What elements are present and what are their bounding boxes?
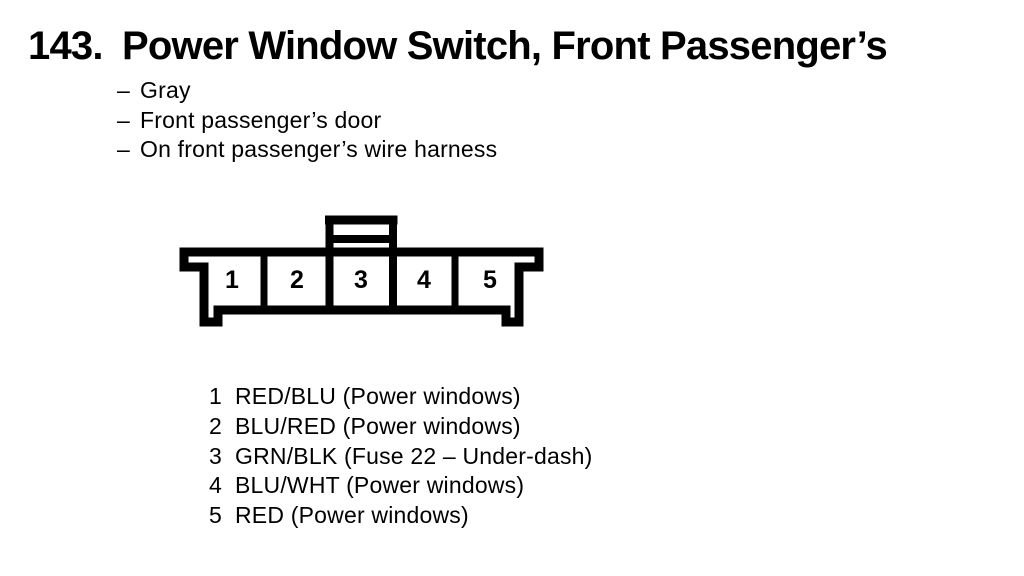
pinout-row: 4 BLU/WHT (Power windows) [205,471,593,501]
pin-description: RED (Power windows) [235,502,469,529]
pin-number-label: 2 [290,266,304,294]
pin-description: GRN/BLK (Fuse 22 – Under-dash) [235,442,593,469]
pinout-row: 2 BLU/RED (Power windows) [205,412,593,442]
pinout-row: 1 RED/BLU (Power windows) [205,382,593,412]
pin-description: RED/BLU (Power windows) [235,383,521,409]
attribute-item: – On front passenger’s wire harness [117,135,497,165]
pin-number: 5 [209,502,222,529]
pin-description: BLU/RED (Power windows) [235,412,521,439]
attribute-item: – Front passenger’s door [117,106,497,136]
dash-bullet: – [117,77,130,103]
pin-number-label: 4 [417,266,431,294]
attribute-text: On front passenger’s wire harness [140,136,498,162]
pinout-row: 3 GRN/BLK (Fuse 22 – Under-dash) [205,442,593,472]
pinout-list: 1 RED/BLU (Power windows) 2 BLU/RED (Pow… [205,382,593,531]
pin-description: BLU/WHT (Power windows) [235,472,525,499]
pin-number: 2 [209,412,222,439]
pin-number: 4 [209,472,222,499]
dash-bullet: – [117,106,130,133]
pin-number-label: 5 [483,266,497,294]
pin-number: 3 [209,442,222,469]
connector-diagram: 1 2 3 4 5 [179,215,544,327]
attribute-text: Gray [140,77,191,103]
pin-number-label: 3 [354,266,368,294]
section-number: 143. [28,24,103,68]
pin-number: 1 [209,383,222,409]
page-title: Power Window Switch, Front Passenger’s [122,24,888,68]
connector-outline [179,247,544,327]
attribute-item: – Gray [117,76,497,106]
pinout-row: 5 RED (Power windows) [205,501,593,531]
attribute-list: – Gray – Front passenger’s door – On fro… [117,76,497,165]
dash-bullet: – [117,136,130,162]
attribute-text: Front passenger’s door [140,106,382,133]
pin-number-label: 1 [225,266,239,294]
